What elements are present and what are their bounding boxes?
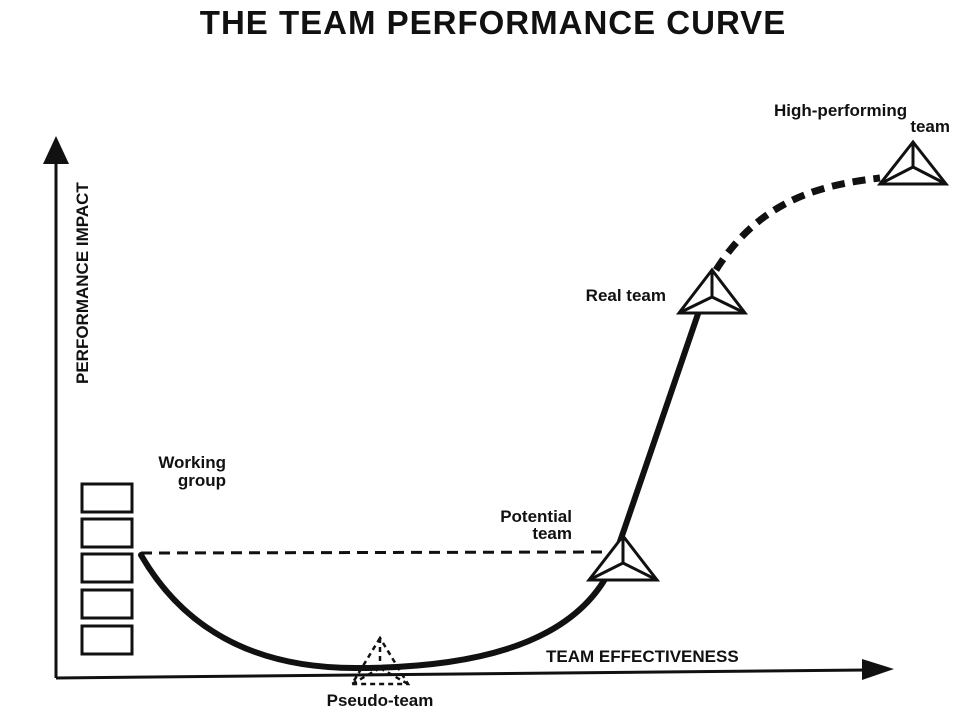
real-team-label: Real team xyxy=(586,286,666,305)
x-axis-line xyxy=(55,668,867,680)
working-group-label-line-2: group xyxy=(178,471,226,490)
potential-team-label-line-1: Potential xyxy=(500,507,572,526)
pseudo-team-label: Pseudo-team xyxy=(327,691,434,710)
working-group-baseline xyxy=(140,550,606,555)
high-performance-curve xyxy=(713,174,881,272)
high-performing-team-triangle-icon xyxy=(876,139,950,186)
y-axis-label: PERFORMANCE IMPACT xyxy=(73,182,92,384)
stacked-boxes-icon xyxy=(80,482,134,656)
potential-team-triangle-icon xyxy=(585,533,661,582)
performance-curve xyxy=(138,305,703,672)
x-axis-label: TEAM EFFECTIVENESS xyxy=(546,647,739,666)
high-performing-team-label-line-1: High-performing xyxy=(774,101,907,120)
potential-team-label-line-2: team xyxy=(532,524,572,543)
x-axis-arrow-icon xyxy=(862,659,894,680)
y-axis-arrow-icon xyxy=(43,136,69,164)
high-performing-team-label-line-2: team xyxy=(910,117,950,136)
axes xyxy=(43,136,894,680)
real-team-triangle-icon xyxy=(675,267,749,315)
pseudo-team-triangle-icon xyxy=(349,635,411,686)
page-title: THE TEAM PERFORMANCE CURVE xyxy=(200,4,786,41)
working-group-label-line-1: Working xyxy=(158,453,226,472)
